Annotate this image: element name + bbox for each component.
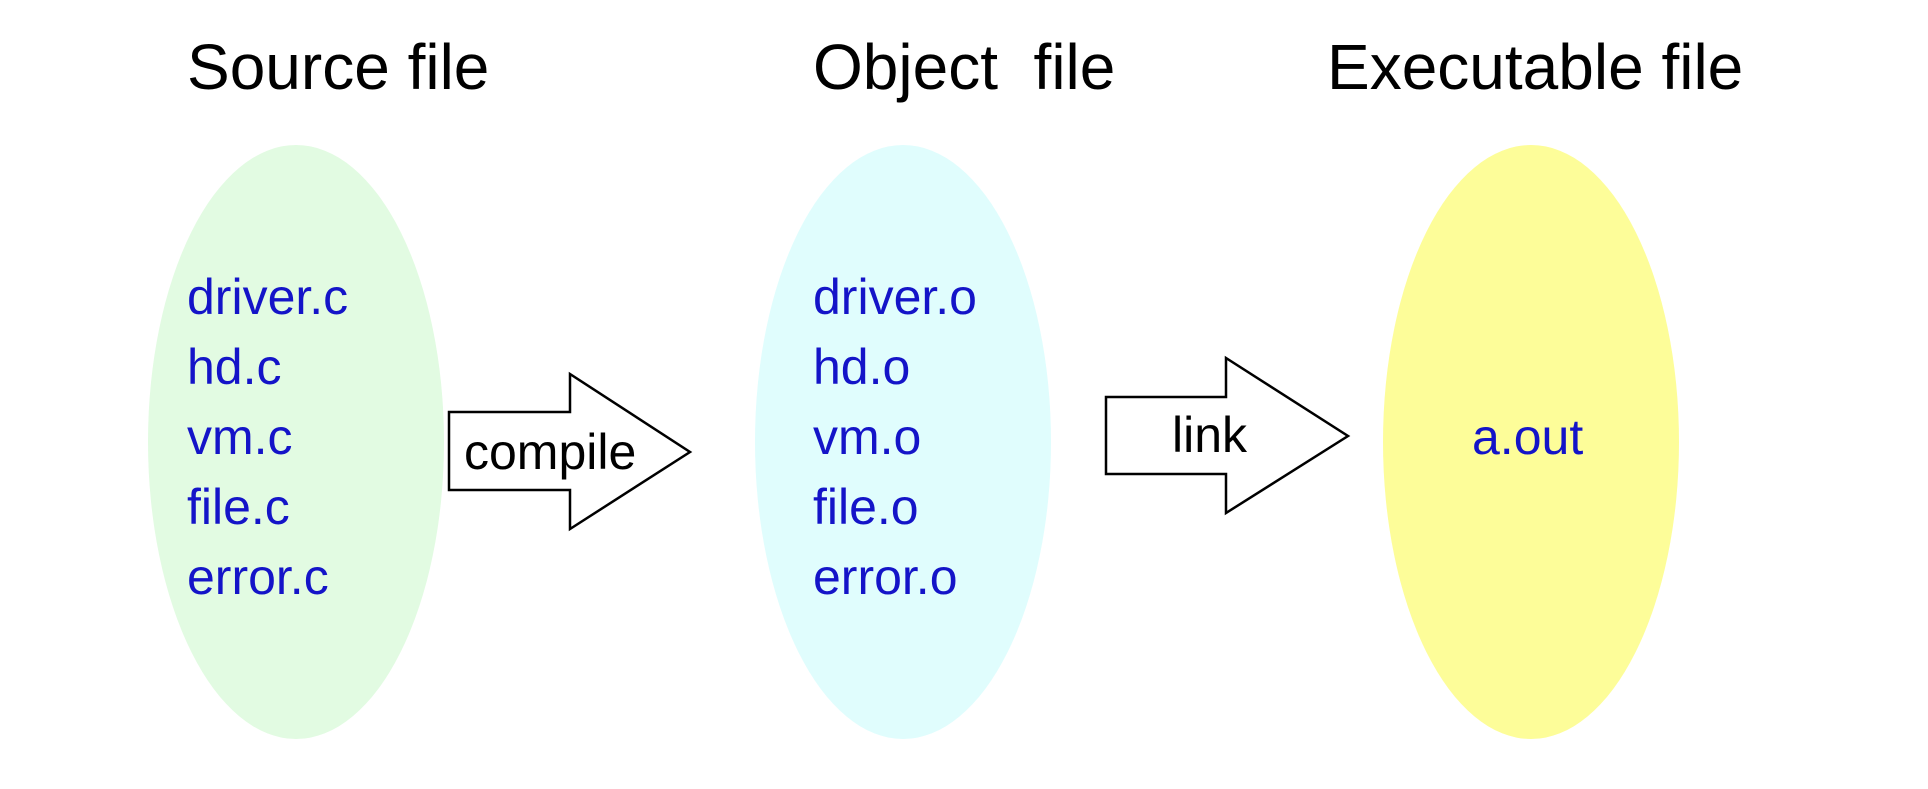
executable-file-ellipse bbox=[1383, 145, 1679, 739]
object-file-item: vm.o bbox=[813, 409, 921, 465]
object-file-ellipse bbox=[755, 145, 1051, 739]
link-arrow-shape bbox=[1104, 355, 1351, 516]
object-file-item: error.o bbox=[813, 549, 958, 605]
source-file-item: file.c bbox=[187, 479, 290, 535]
object-file-list: driver.o hd.o vm.o file.o error.o bbox=[813, 269, 977, 605]
compile-arrow-label: compile bbox=[464, 424, 636, 480]
source-file-item: driver.c bbox=[187, 269, 348, 325]
compile-arrow: compile bbox=[447, 371, 693, 532]
source-file-item: error.c bbox=[187, 549, 329, 605]
executable-file-list: a.out bbox=[1472, 409, 1583, 465]
source-file-item: vm.c bbox=[187, 409, 293, 465]
source-file-title: Source file bbox=[187, 31, 489, 103]
compile-arrow-shape bbox=[447, 371, 693, 532]
link-arrow-label: link bbox=[1172, 407, 1248, 463]
source-file-item: hd.c bbox=[187, 339, 282, 395]
object-file-item: hd.o bbox=[813, 339, 910, 395]
source-file-ellipse bbox=[148, 145, 444, 739]
executable-file-item: a.out bbox=[1472, 409, 1583, 465]
object-file-item: file.o bbox=[813, 479, 919, 535]
executable-file-title: Executable file bbox=[1327, 31, 1743, 103]
object-file-title: Object file bbox=[813, 31, 1115, 103]
source-file-list: driver.c hd.c vm.c file.c error.c bbox=[187, 269, 348, 605]
object-file-item: driver.o bbox=[813, 269, 977, 325]
link-arrow: link bbox=[1104, 355, 1351, 516]
